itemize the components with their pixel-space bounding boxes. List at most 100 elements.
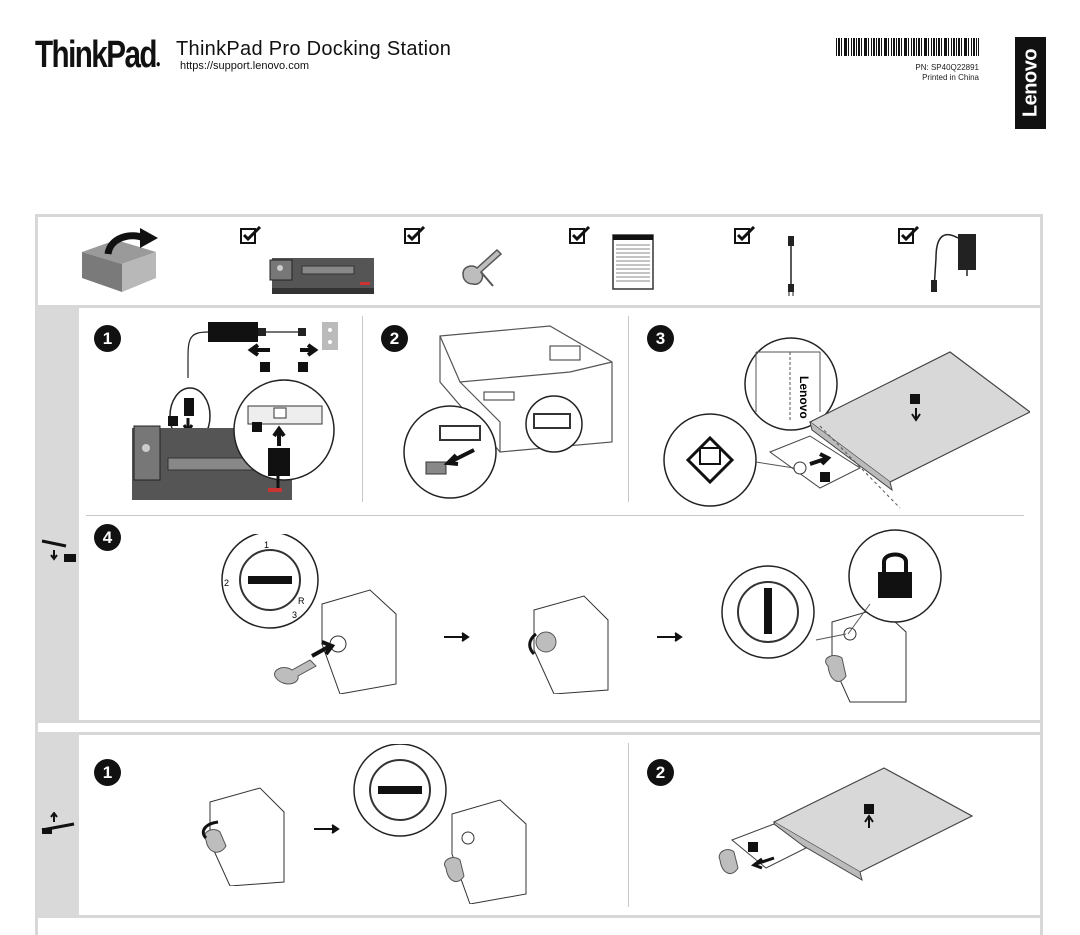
barcode-bar	[888, 38, 889, 56]
install-sidebar	[38, 308, 79, 720]
dock-icon	[269, 258, 374, 294]
arrow-right-icon	[444, 632, 470, 642]
lock-pos-r: R	[298, 596, 305, 606]
barcode-bar	[868, 38, 869, 56]
barcode-bar	[848, 38, 849, 56]
step2-remove-cover-illustration	[403, 325, 613, 499]
thinkpad-logo: ThinkPad●	[35, 34, 161, 77]
barcode-bar	[856, 38, 857, 56]
barcode-bar	[911, 38, 912, 56]
divider-step2-3	[628, 316, 629, 502]
step-3-number: 3	[647, 325, 674, 352]
step-4-number: 4	[94, 524, 121, 551]
barcode-bar	[851, 38, 852, 56]
remove-step-2-number: 2	[647, 759, 674, 786]
barcode-bar	[961, 38, 962, 56]
barcode-bar	[881, 38, 882, 56]
divider-contents	[35, 305, 1043, 308]
barcode-bar	[858, 38, 860, 56]
step1-connect-power-illustration	[132, 322, 338, 500]
barcode-bar	[893, 38, 895, 56]
divider-remove-top	[35, 732, 1043, 735]
ac-adapter-icon	[931, 233, 976, 292]
barcode-bar	[908, 38, 909, 56]
svg-text:Lenovo: Lenovo	[797, 376, 811, 419]
arrow-right-icon	[314, 824, 340, 834]
remove-unlock-illustration	[353, 744, 527, 904]
barcode-bar	[896, 38, 897, 56]
barcode-bar	[921, 38, 922, 56]
barcode-bar	[871, 38, 872, 56]
cable-icon	[788, 236, 794, 296]
step4-insert-key-illustration: 1 2 3 R	[221, 534, 397, 694]
barcode-bar	[958, 38, 960, 56]
checkbox-checked-icon	[898, 226, 920, 244]
arrow-right-icon	[657, 632, 683, 642]
part-number: PN: SP40Q22891	[915, 63, 979, 72]
lenovo-logo-text: Lenovo	[1019, 48, 1041, 118]
step-2-number: 2	[381, 325, 408, 352]
part-number-block: PN: SP40Q22891 Printed in China	[915, 63, 979, 83]
barcode-bar	[836, 38, 837, 56]
barcode-bar	[884, 38, 887, 56]
barcode-bar	[933, 38, 935, 56]
remove-icon	[41, 812, 75, 834]
barcode-bar	[873, 38, 875, 56]
barcode-bar	[951, 38, 952, 56]
barcode-bar	[938, 38, 940, 56]
barcode-bar	[928, 38, 929, 56]
checkbox-checked-icon	[569, 226, 591, 244]
barcode-bar	[891, 38, 892, 56]
barcode-bar	[876, 38, 877, 56]
barcode-bar	[853, 38, 855, 56]
support-url: https://support.lenovo.com	[180, 60, 310, 72]
divider-step1-2	[362, 316, 363, 502]
checkbox-checked-icon	[404, 226, 426, 244]
barcode-bar	[973, 38, 975, 56]
barcode-bar	[971, 38, 972, 56]
barcode-bar	[864, 38, 867, 56]
barcode-icon	[836, 38, 979, 56]
lenovo-logo: Lenovo	[1015, 37, 1046, 129]
doc-title: ThinkPad Pro Docking Station	[176, 38, 452, 60]
barcode-bar	[861, 38, 862, 56]
instruction-frame	[35, 214, 1043, 935]
lock-pos-2: 2	[224, 578, 229, 588]
barcode-bar	[964, 38, 967, 56]
step-1-number: 1	[94, 325, 121, 352]
step4-locked-illustration	[721, 529, 942, 703]
manual-icon	[612, 234, 654, 290]
barcode-bar	[978, 38, 979, 56]
barcode-bar	[904, 38, 907, 56]
checkbox-checked-icon	[240, 226, 262, 244]
remove-step-1-number: 1	[94, 759, 121, 786]
barcode-bar	[918, 38, 920, 56]
divider-install-bottom	[35, 720, 1043, 723]
barcode-bar	[931, 38, 932, 56]
barcode-bar	[841, 38, 842, 56]
remove-computer-illustration	[718, 767, 974, 882]
lock-pos-1: 1	[264, 540, 269, 550]
barcode-bar	[976, 38, 977, 56]
divider-remove-steps	[628, 743, 629, 907]
barcode-bar	[956, 38, 957, 56]
divider-remove-bottom	[35, 915, 1043, 918]
barcode-bar	[953, 38, 955, 56]
divider-step3-4	[86, 515, 1024, 516]
printed-in: Printed in China	[922, 73, 979, 82]
barcode-bar	[924, 38, 927, 56]
step3-attach-computer-illustration: Lenovo	[663, 337, 1030, 509]
step4-turn-key-illustration	[528, 595, 609, 694]
lock-pos-3: 3	[292, 610, 297, 620]
open-box-icon	[82, 228, 158, 292]
key-icon	[462, 248, 503, 287]
barcode-bar	[948, 38, 949, 56]
checkbox-checked-icon	[734, 226, 756, 244]
barcode-bar	[936, 38, 937, 56]
logo-dot: ●	[155, 59, 161, 70]
barcode-bar	[901, 38, 902, 56]
barcode-bar	[944, 38, 947, 56]
barcode-bar	[878, 38, 880, 56]
thinkpad-logo-text: ThinkPad	[35, 34, 157, 76]
install-icon	[41, 539, 76, 562]
